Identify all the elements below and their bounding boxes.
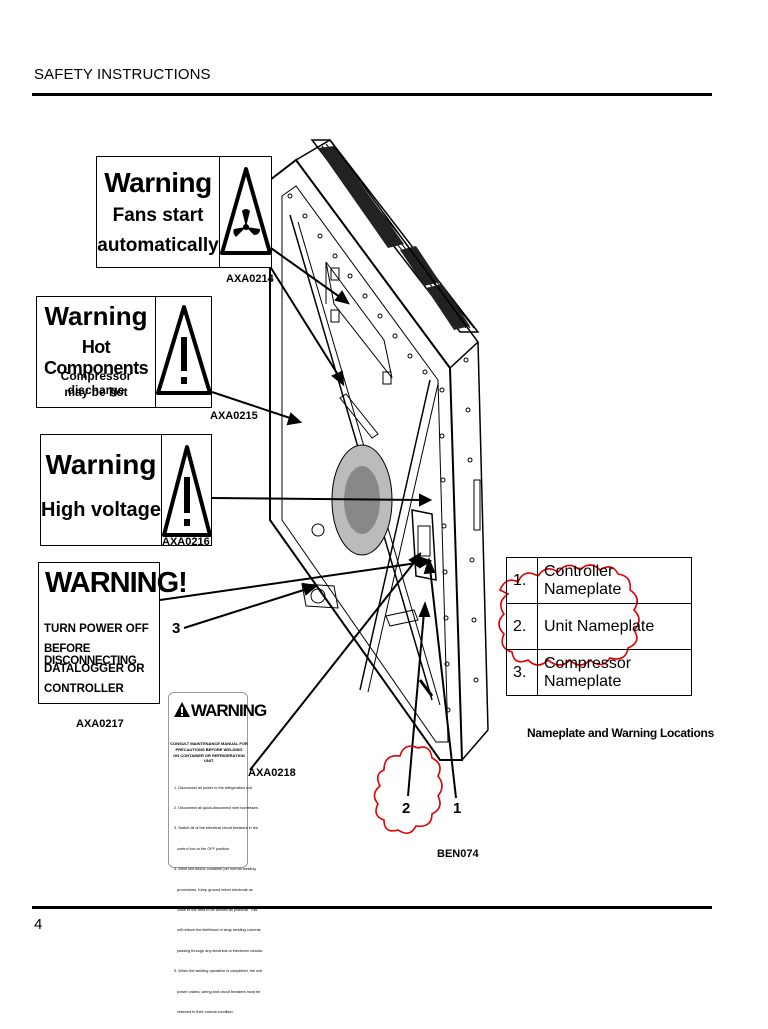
table-row: 1. Controller Nameplate	[506, 557, 692, 604]
page-header-title: SAFETY INSTRUCTIONS	[34, 66, 211, 83]
label-fans-line2: automatically	[97, 235, 219, 256]
label-fans-warning: Warning Fans start automatically	[96, 156, 272, 268]
label-hot-line1: Hot Components	[44, 337, 149, 378]
nameplate-legend-table: 1. Controller Nameplate 2. Unit Nameplat…	[506, 557, 692, 696]
legend-text: Controller Nameplate	[537, 557, 692, 604]
welding-item: procedures. Keep ground return electrode…	[174, 887, 253, 892]
label-power-warning: WARNING! TURN POWER OFF BEFORE DISCONNEC…	[38, 562, 188, 704]
label-power-line4: CONTROLLER	[44, 683, 124, 695]
legend-num: 1.	[506, 557, 538, 604]
exclamation-warning-icon	[156, 305, 212, 395]
callout-1: 1	[453, 800, 462, 817]
legend-text: Compressor Nameplate	[537, 649, 692, 696]
exclamation-warning-icon	[162, 445, 212, 537]
label-power-line1: TURN POWER OFF	[44, 623, 149, 635]
callout-2: 2	[402, 800, 411, 817]
label-fans-line1: Fans start	[112, 205, 204, 226]
label-voltage-warning: Warning High voltage	[40, 434, 212, 546]
compressor	[301, 583, 339, 609]
legend-num: 2.	[506, 603, 538, 650]
label-welding-subtitle3: ON CONTAINER OR REFRIGERATION UNIT.	[173, 753, 245, 763]
table-row: 2. Unit Nameplate	[506, 603, 692, 650]
label-power-line2: BEFORE DISCONNECTING	[44, 643, 137, 667]
label-voltage-line1: High voltage	[41, 499, 162, 521]
label-power-line3: DATALOGGER OR	[44, 663, 145, 675]
footer-rule	[32, 906, 712, 909]
frame-inner	[281, 185, 449, 743]
welding-item: passing through any electrical or electr…	[174, 948, 264, 953]
welding-item: close to the area to be welded as practi…	[174, 907, 258, 912]
welding-item: restored to their normal condition.	[174, 1009, 234, 1014]
leader-arrows	[159, 245, 457, 799]
label-hot-warning: Warning Hot Components Compressor discha…	[36, 296, 212, 408]
welding-item: 1. Disconnect all power to the refrigera…	[174, 785, 253, 790]
brace-2	[359, 379, 431, 691]
welding-item: control box to the OFF position.	[174, 846, 231, 851]
label-welding-subtitle1: CONSULT MAINTENANCE MANUAL FOR	[170, 741, 248, 746]
label-hot-title: Warning	[44, 301, 148, 331]
page-number: 4	[34, 916, 43, 933]
controller-box	[411, 509, 437, 581]
grille-panel	[310, 139, 480, 333]
legend-num: 3.	[506, 649, 538, 696]
welding-item: 5. When the welding operation is complet…	[174, 969, 263, 974]
label-welding-code: AXA0218	[248, 767, 296, 779]
callout-3: 3	[172, 620, 181, 637]
label-voltage-code: AXA0216	[162, 536, 210, 548]
figure-code: BEN074	[437, 848, 479, 860]
welding-item: power cables, wiring and circuit breaker…	[174, 989, 261, 994]
label-voltage-title: Warning	[45, 449, 157, 480]
welding-item: 3. Switch all of the electrical circuit …	[174, 826, 258, 831]
label-welding-title: WARNING	[191, 701, 267, 720]
fan-warning-icon	[220, 167, 272, 255]
label-power-code: AXA0217	[76, 718, 124, 730]
access-panel	[325, 261, 393, 379]
grille-mesh	[318, 146, 470, 330]
label-hot-line2: Compressor discharge	[60, 369, 132, 397]
frame-top	[294, 139, 479, 370]
label-power-title: WARNING!	[45, 567, 188, 599]
label-hot-line3: may be hot	[64, 385, 128, 399]
legend-caption: Nameplate and Warning Locations	[527, 726, 714, 740]
welding-item: 4. Weld unit and/or container per normal…	[174, 867, 256, 872]
label-welding-items: 1. Disconnect all power to the refrigera…	[174, 771, 264, 1029]
header-rule	[32, 93, 712, 96]
label-welding-warning: WARNING CONSULT MAINTENANCE MANUAL FOR P…	[168, 692, 267, 1014]
label-hot-code: AXA0215	[210, 410, 258, 422]
bolt-holes	[287, 193, 479, 713]
label-fans-code: AXA0214	[226, 273, 274, 285]
welding-item: will reduce the likelihood of stray weld…	[174, 928, 261, 933]
table-row: 3. Compressor Nameplate	[506, 649, 692, 696]
label-welding-subtitle2: PRECAUTIONS BEFORE WELDING	[175, 747, 243, 752]
welding-item: 2. Disconnect all quick-disconnect wire …	[174, 805, 259, 810]
revision-cloud-callout	[373, 745, 443, 834]
legend-text: Unit Nameplate	[537, 603, 692, 650]
warning-triangle-icon	[173, 701, 191, 719]
label-fans-title: Warning	[104, 167, 212, 198]
